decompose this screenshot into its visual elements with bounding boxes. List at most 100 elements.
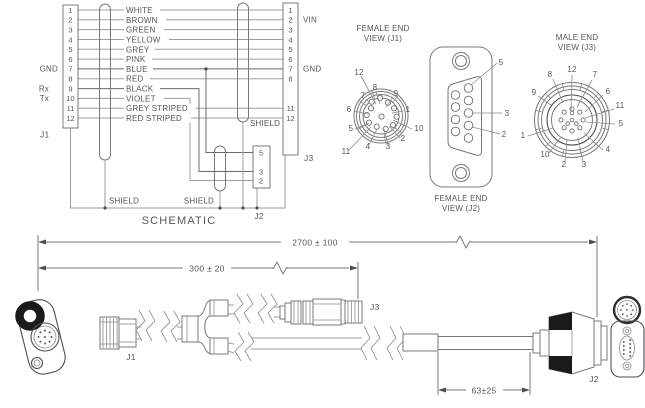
wire-label-grey: GREY (126, 45, 150, 54)
cable-j1-label: J1 (126, 352, 136, 362)
j2-view-dshape (447, 76, 482, 156)
j1-view-label-9: 9 (394, 89, 399, 98)
j2-view-body (429, 46, 493, 188)
j2-view-pin-holes (450, 83, 474, 143)
j2-view-callouts: 5 3 2 (499, 58, 510, 139)
right-endview-pins (620, 303, 634, 317)
j1-view-label-6: 6 (347, 105, 352, 114)
shield-oval-j3 (237, 2, 249, 123)
j3-view-label-2: 2 (562, 160, 567, 169)
j1-view-pin-holes (363, 94, 400, 133)
j1-pin-4: 4 (68, 35, 72, 44)
j1-pin-10: 10 (66, 94, 74, 103)
j3-view-title-2: VIEW (J3) (558, 43, 596, 52)
j1-view-label-12: 12 (354, 68, 364, 77)
j1-view-label-5: 5 (349, 124, 354, 133)
j1-pin-1: 1 (68, 6, 72, 15)
j1-schematic-label: J1 (40, 130, 50, 140)
j2-view-callout-3: 3 (505, 109, 510, 118)
j3-view-pin-labels: 12 8 7 9 6 11 5 1 4 10 2 3 (521, 65, 625, 169)
j1-pin-6: 6 (68, 55, 72, 64)
j1-view-label-10: 10 (414, 124, 424, 133)
j1-pin-5: 5 (68, 45, 72, 54)
j3-view-connector: 12 8 7 9 6 11 5 1 4 10 2 3 (521, 65, 625, 169)
j1-view-label-2: 2 (401, 134, 406, 143)
j3-pin-numbers: 1 2 3 4 5 6 7 8 11 12 (286, 6, 294, 123)
dim-j2-section: 63±25 (437, 352, 531, 396)
j2-pin-numbers: 5 3 2 (259, 148, 263, 185)
left-endview-pins (37, 329, 53, 345)
j1-pin-3: 3 (68, 25, 72, 34)
wire-label-red: RED (126, 75, 144, 84)
j3-view-label-9: 9 (532, 88, 537, 97)
j1-view-label-11: 11 (342, 147, 351, 156)
j1-pin-8: 8 (68, 75, 72, 84)
end-view-j3: MALE END VIEW (J3) (521, 33, 625, 169)
cable-connector-j3: J3 (257, 293, 379, 326)
j3-view-leaders (527, 74, 616, 163)
end-view-j1: FEMALE END VIEW (J1) (342, 24, 424, 156)
wire-label-white: WHITE (126, 6, 153, 15)
wire-label-grey-striped: GREY STRIPED (126, 104, 188, 113)
j3-view-label-1: 1 (521, 131, 526, 140)
j3-view-label-8: 8 (548, 70, 553, 79)
gnd-right-label: GND (303, 65, 321, 74)
j3-view-label-4: 4 (606, 145, 611, 154)
j3-pin-box (282, 2, 299, 156)
j1-pin-7: 7 (68, 65, 72, 74)
j1-view-label-1: 1 (406, 105, 411, 114)
wire-label-yellow: YELLOW (126, 36, 161, 45)
j1-pin-12: 12 (66, 114, 74, 123)
j3-view-label-11: 11 (616, 101, 625, 110)
j3-view-label-7: 7 (593, 70, 598, 79)
end-view-j2: 5 3 2 FEMALE END VIEW (J2) (429, 46, 510, 213)
j2-view-callout-2: 2 (502, 130, 507, 139)
wire-lines (78, 9, 283, 181)
dim-overall: 2700 ± 100 (37, 234, 598, 317)
j2-pin-box (252, 145, 271, 189)
cable-connector-j1: J1 (99, 309, 156, 362)
coupling-ring (15, 301, 45, 331)
wire-label-red-striped: RED STRIPED (126, 114, 182, 123)
cable-y-splitter (160, 293, 255, 362)
j1-view-pin-labels: 12 8 9 7 6 1 5 10 11 4 3 2 (342, 68, 424, 156)
j2-view-callout-5: 5 (499, 58, 504, 67)
j2-view-title-1: FEMALE END (434, 194, 487, 203)
cable-to-j2 (251, 325, 550, 361)
j1-view-title-2: VIEW (J1) (364, 34, 402, 43)
j3-pin-5: 5 (288, 45, 292, 54)
shield-label-1: SHIELD (109, 197, 139, 206)
j2-pin-2: 2 (259, 176, 263, 185)
wire-label-blue: BLUE (126, 65, 148, 74)
wire-label-pink: PINK (126, 55, 146, 64)
j2-schematic-label: J2 (254, 211, 264, 221)
j3-pin-6: 6 (288, 55, 292, 64)
shield-label-3: SHIELD (250, 119, 280, 128)
j1-pin-numbers: 1 2 3 4 5 6 7 8 9 10 11 12 (66, 6, 74, 123)
ground-bus (70, 122, 286, 210)
cable-connector-j2: J2 (548, 311, 608, 384)
dim-overall-text: 2700 ± 100 (292, 238, 337, 248)
j3-pin-1: 1 (288, 6, 292, 15)
wire-label-brown: BROWN (126, 16, 158, 25)
j2-view-leaders (470, 62, 502, 135)
j2-pin-5: 5 (259, 148, 263, 157)
vin-label: VIN (303, 16, 317, 25)
j3-view-pins (558, 106, 586, 134)
j1-view-label-3: 3 (386, 142, 391, 151)
j1-view-label-8: 8 (373, 83, 378, 92)
j3-view-label-12: 12 (567, 65, 577, 74)
j3-view-title-1: MALE END (556, 33, 599, 42)
j3-view-label-5: 5 (619, 119, 624, 128)
wire-label-violet: VIOLET (126, 94, 156, 103)
j2-pin-3: 3 (259, 167, 263, 176)
j3-view-label-10: 10 (540, 150, 550, 159)
wire-color-labels: WHITE BROWN GREEN YELLOW GREY PINK BLUE … (124, 5, 196, 123)
j3-pin-7: 7 (288, 65, 292, 74)
gnd-left-label: GND (40, 65, 58, 74)
schematic-title: SCHEMATIC (142, 215, 217, 227)
tx-label: Tx (40, 94, 49, 103)
j1-view-connector: 12 8 9 7 6 1 5 10 11 4 3 2 (342, 68, 424, 156)
